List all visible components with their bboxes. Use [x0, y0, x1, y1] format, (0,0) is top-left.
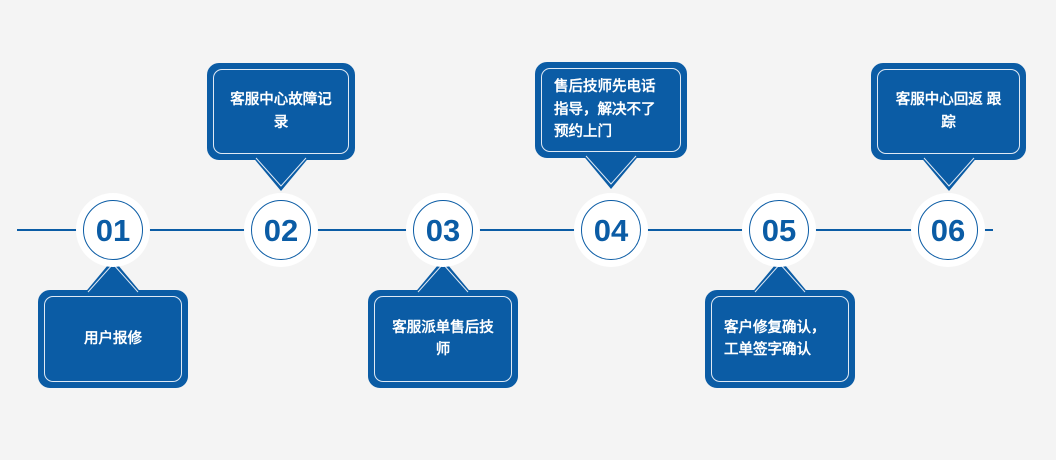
step-bubble-03[interactable]: 客服派单售后技师 — [368, 259, 518, 388]
step-bubble-label-06: 客服中心回返 跟踪 — [895, 92, 1002, 131]
step-bubble-label-04: 售后技师先电话指导，解决不了预约上门 — [554, 79, 656, 141]
step-node-ring: 03 — [413, 200, 473, 260]
step-node-01[interactable]: 01 — [76, 193, 150, 267]
step-number-06: 06 — [930, 212, 966, 248]
step-number-05: 05 — [761, 212, 797, 248]
bubble-tail-down-icon — [581, 153, 641, 189]
bubble-tail-down-icon — [918, 155, 979, 191]
step-node-ring: 05 — [749, 200, 809, 260]
step-bubble-02[interactable]: 客服中心故障记录 — [207, 63, 355, 191]
step-node-ring: 06 — [918, 200, 978, 260]
step-bubble-label-02: 客服中心故障记录 — [230, 92, 332, 131]
step-node-ring: 01 — [83, 200, 143, 260]
step-bubble-01[interactable]: 用户报修 — [38, 259, 188, 388]
step-bubble-06[interactable]: 客服中心回返 跟踪 — [871, 63, 1026, 191]
step-node-05[interactable]: 05 — [742, 193, 816, 267]
step-bubble-label-01: 用户报修 — [84, 330, 142, 347]
step-bubble-label-05: 客户修复确认，工单签字确认 — [724, 319, 826, 358]
step-node-02[interactable]: 02 — [244, 193, 318, 267]
step-number-01: 01 — [95, 212, 131, 248]
step-number-02: 02 — [263, 212, 299, 248]
timeline-axis-line — [17, 229, 993, 231]
step-node-03[interactable]: 03 — [406, 193, 480, 267]
step-bubble-05[interactable]: 客户修复确认，工单签字确认 — [705, 259, 855, 388]
bubble-tail-down-icon — [251, 155, 311, 191]
step-number-03: 03 — [425, 212, 461, 248]
step-node-ring: 04 — [581, 200, 641, 260]
step-node-04[interactable]: 04 — [574, 193, 648, 267]
step-bubble-04[interactable]: 售后技师先电话指导，解决不了预约上门 — [535, 62, 687, 189]
step-node-06[interactable]: 06 — [911, 193, 985, 267]
step-number-04: 04 — [593, 212, 629, 248]
step-bubble-label-03: 客服派单售后技师 — [392, 319, 494, 358]
step-node-ring: 02 — [251, 200, 311, 260]
